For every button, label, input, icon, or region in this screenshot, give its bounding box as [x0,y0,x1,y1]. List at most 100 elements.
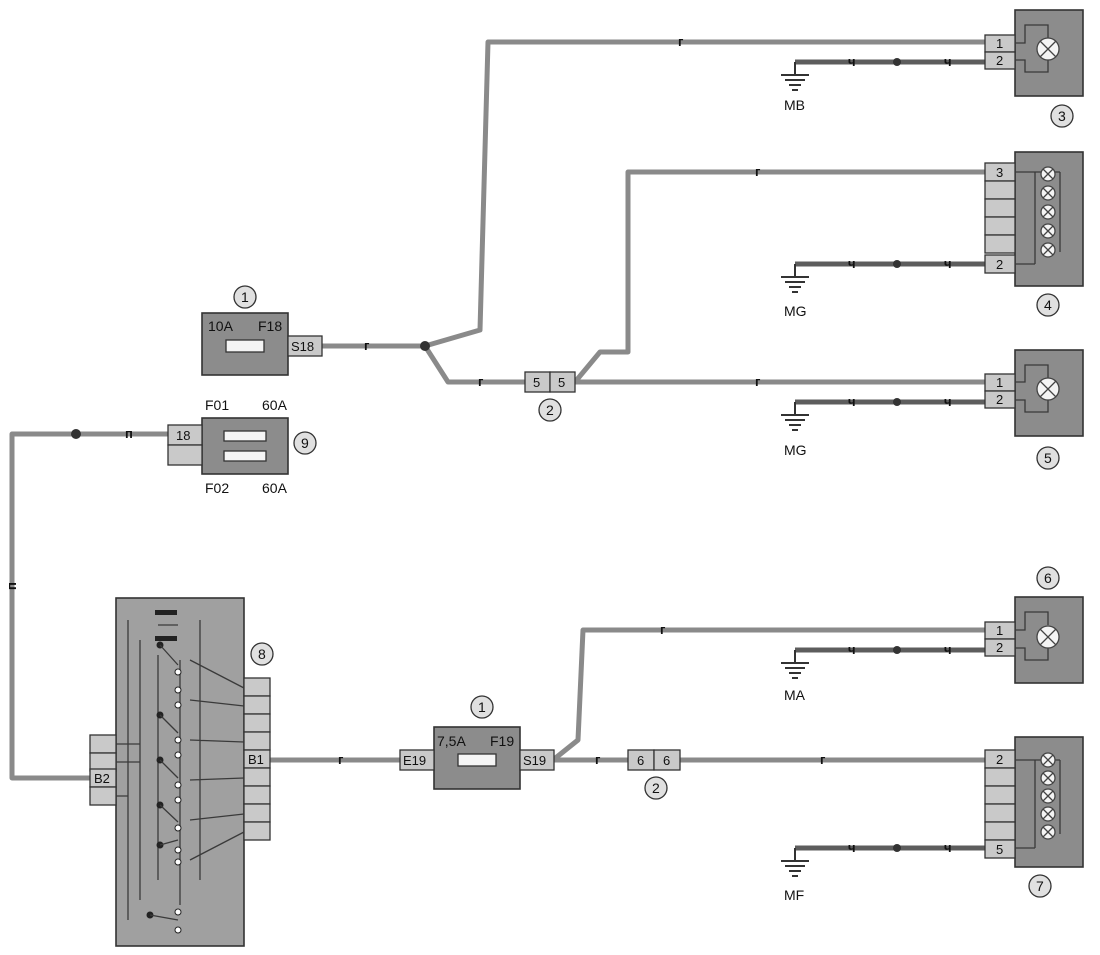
svg-text:5: 5 [533,375,540,390]
svg-text:F02: F02 [205,480,229,496]
ground-mg-2: MG [781,402,809,458]
wire-label: ч [848,642,856,657]
ground-mg-1: MG [781,264,809,319]
fuse-icon [223,450,267,462]
fuse-icon [225,339,265,353]
svg-text:5: 5 [1044,450,1052,466]
lamp-3: 1 2 [984,9,1084,97]
svg-text:6: 6 [637,753,644,768]
switch-contacts [116,610,245,934]
wire-label: ч [944,394,952,409]
wires [9,39,986,851]
svg-text:9: 9 [301,435,309,451]
ground-ma: MA [781,650,809,703]
callout-3 [1050,104,1074,128]
svg-text:8: 8 [258,646,266,662]
wire-label: п [4,582,19,590]
wire-f18-connector [422,344,525,385]
callout-5 [1036,446,1060,470]
bulb-icon [1040,752,1056,840]
wire-label: ч [848,394,856,409]
wire-label: г [820,752,826,767]
svg-text:6: 6 [663,753,670,768]
lamp-6: 1 2 [984,596,1084,684]
svg-text:2: 2 [996,640,1003,655]
svg-text:1: 1 [996,623,1003,638]
fuse-block-9: F01 60A 18 F02 60A [167,397,289,496]
svg-text:MF: MF [784,887,804,903]
fuse-icon [223,430,267,442]
svg-text:6: 6 [1044,570,1052,586]
wire-label: ч [848,256,856,271]
wire-label: г [660,622,666,637]
wire-label: ч [848,840,856,855]
fuse-rating: 10A [208,318,234,334]
splice-dots [71,58,901,852]
svg-text:F01: F01 [205,397,229,413]
svg-text:S19: S19 [523,753,546,768]
svg-text:5: 5 [996,842,1003,857]
wire-label: г [755,164,761,179]
callout-4 [1036,293,1060,317]
wire-label: г [678,34,684,49]
callout-8 [250,642,274,666]
svg-text:2: 2 [546,402,554,418]
lamp-5: 1 2 [984,349,1084,437]
callout-2b [644,776,668,800]
wire-label: ч [944,54,952,69]
wire-label: ч [944,840,952,855]
wire-s19-lamp6 [551,627,985,762]
svg-text:MB: MB [784,97,805,113]
svg-text:1: 1 [478,699,486,715]
switch-block-8: B2 B1 [89,597,271,947]
svg-text:2: 2 [996,392,1003,407]
svg-text:2: 2 [996,752,1003,767]
svg-text:1: 1 [996,36,1003,51]
svg-text:60A: 60A [262,397,288,413]
bulb-icon [1040,166,1056,258]
svg-text:E19: E19 [403,753,426,768]
fuse-icon [457,753,497,767]
fuse-rating: 7,5A [437,733,466,749]
wire-label: г [338,752,344,767]
wire-f18-lamp3 [288,39,985,349]
wire-label: г [364,338,370,353]
wire-label: г [478,374,484,389]
fuse-name: F18 [258,318,282,334]
callout-9 [293,431,317,455]
fuse-name: F19 [490,733,514,749]
connector-2-lower: 6 6 [627,749,681,771]
wire-labels: г ч ч г ч ч г г г ч ч п п г ч ч г г г ч … [4,34,952,855]
wire-label: г [595,752,601,767]
lamp-block-4: 3 2 [984,151,1084,287]
fuse-f19: 7,5A F19 E19 S19 [399,726,555,790]
svg-text:1: 1 [241,289,249,305]
callout-7 [1028,874,1052,898]
ground-mb: MB [781,62,809,113]
wire-fuse-switch [9,431,168,781]
svg-text:2: 2 [996,53,1003,68]
svg-text:MA: MA [784,687,806,703]
svg-text:7: 7 [1036,878,1044,894]
fuse-socket: S18 [291,339,314,354]
lamp-block-7: 2 5 [984,736,1084,868]
svg-text:4: 4 [1044,297,1052,313]
svg-text:18: 18 [176,428,190,443]
wire-label: ч [848,54,856,69]
svg-text:2: 2 [996,257,1003,272]
svg-text:60A: 60A [262,480,288,496]
wire-label: ч [944,642,952,657]
connector-2-upper: 5 5 [524,371,576,393]
wire-label: ч [944,256,952,271]
callout-1b [470,695,494,719]
ground-mf: MF [781,848,809,903]
callout-2 [538,398,562,422]
svg-text:MG: MG [784,442,807,458]
svg-text:B1: B1 [248,752,264,767]
svg-text:3: 3 [1058,108,1066,124]
svg-text:1: 1 [996,375,1003,390]
svg-text:2: 2 [652,780,660,796]
wire-connector-lamp4 [573,169,985,384]
callout-6 [1036,566,1060,590]
